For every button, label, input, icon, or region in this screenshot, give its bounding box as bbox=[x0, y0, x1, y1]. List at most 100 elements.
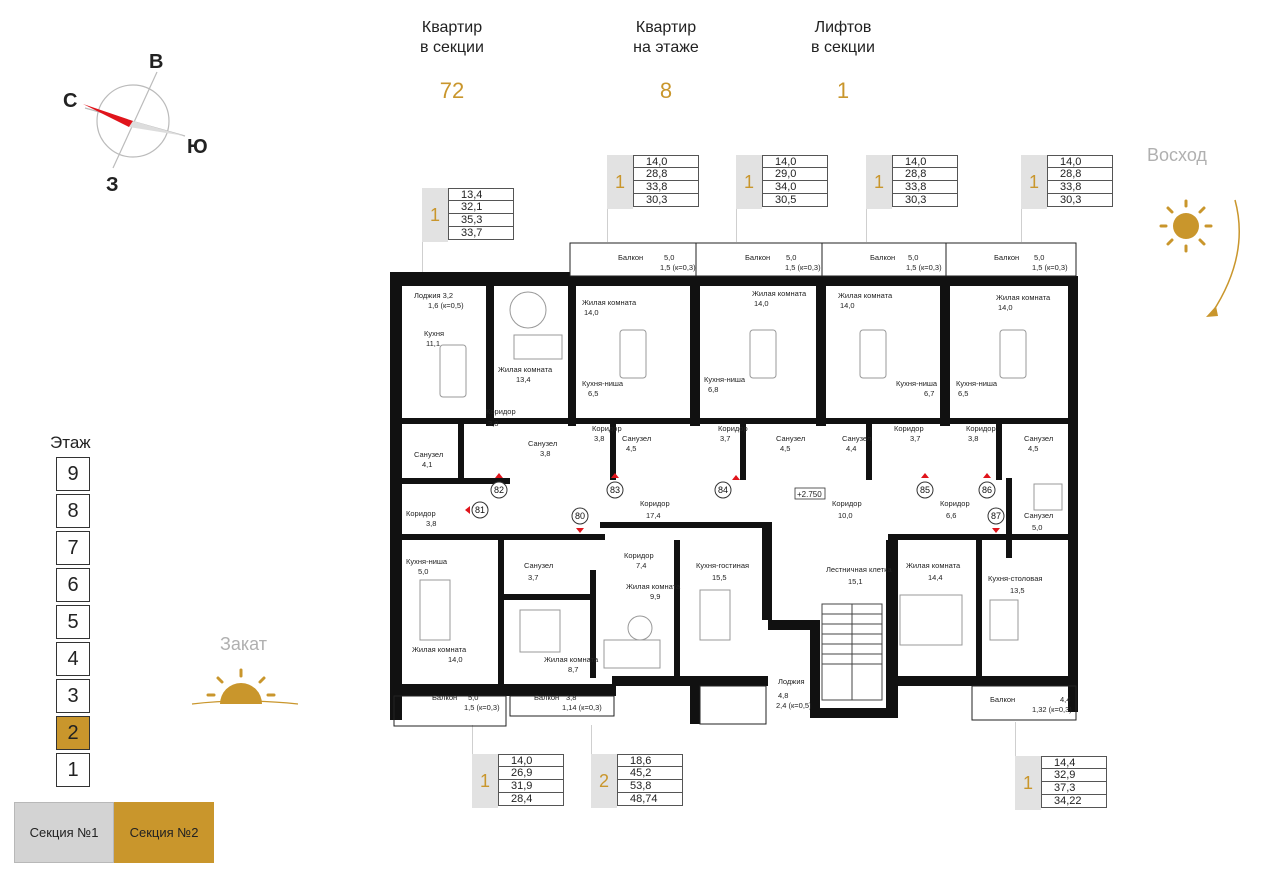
apartment-info-box[interactable]: 1 14,0 29,0 34,0 30,5 bbox=[736, 155, 828, 209]
apartment-number: 84 bbox=[718, 485, 728, 495]
apartment-area-value: 14,0 bbox=[633, 155, 699, 168]
room-label: Жилая комната bbox=[498, 365, 553, 374]
compass-east: В bbox=[149, 51, 164, 73]
apartment-info-box[interactable]: 1 13,4 32,1 35,3 33,7 bbox=[422, 188, 514, 242]
stat-label: Квартир на этаже bbox=[633, 19, 699, 56]
room-label: 1,5 (к=0,3) bbox=[1032, 263, 1068, 272]
room-label: 1,32 (к=0,3) bbox=[1032, 705, 1072, 714]
apartment-area-value: 30,3 bbox=[633, 194, 699, 207]
apartment-info-box[interactable]: 1 14,0 28,8 33,8 30,3 bbox=[866, 155, 958, 209]
room-label: 4,4 bbox=[1060, 695, 1070, 704]
room-label: 7,4 bbox=[636, 561, 646, 570]
room-label: Коридор bbox=[832, 499, 862, 508]
room-label: Кухня-ниша bbox=[896, 379, 938, 388]
apartment-area-value: 31,9 bbox=[498, 780, 564, 793]
apartment-number: 82 bbox=[494, 485, 504, 495]
room-label: 4,1 bbox=[422, 460, 432, 469]
room-label: Балкон bbox=[432, 693, 457, 702]
apartment-number: 85 bbox=[920, 485, 930, 495]
apartment-area-value: 32,9 bbox=[1041, 769, 1107, 782]
floor-button-3[interactable]: 3 bbox=[56, 679, 90, 713]
apartment-area-value: 28,8 bbox=[1047, 168, 1113, 181]
apartment-info-box[interactable]: 1 14,0 28,8 33,8 30,3 bbox=[607, 155, 699, 209]
room-label: Коридор bbox=[940, 499, 970, 508]
room-label: 11,1 bbox=[426, 339, 440, 348]
plan-walls bbox=[390, 272, 1078, 724]
room-label: Кухня-гостиная bbox=[696, 561, 749, 570]
apartment-area-value: 13,4 bbox=[448, 188, 514, 201]
floor-selector-title: Этаж bbox=[50, 433, 91, 452]
apartment-area-value: 30,3 bbox=[1047, 194, 1113, 207]
apartment-area-value: 26,9 bbox=[498, 767, 564, 780]
room-label: 14,0 bbox=[998, 303, 1013, 312]
room-label: 15,5 bbox=[712, 573, 727, 582]
room-label: 8,7 bbox=[568, 665, 578, 674]
room-label: Санузел bbox=[1024, 511, 1053, 520]
room-label: Коридор bbox=[718, 424, 748, 433]
apartment-rooms: 1 bbox=[1015, 756, 1041, 810]
floor-button-6[interactable]: 6 bbox=[56, 568, 90, 602]
room-label: 5,0 bbox=[418, 567, 428, 576]
room-label: Балкон bbox=[990, 695, 1015, 704]
section-tab-1[interactable]: Секция №1 bbox=[14, 802, 114, 863]
apartment-info-box[interactable]: 1 14,0 28,8 33,8 30,3 bbox=[1021, 155, 1113, 209]
room-label: 13,5 bbox=[1010, 586, 1025, 595]
room-label: 6,6 bbox=[946, 511, 956, 520]
apartment-area-value: 30,3 bbox=[892, 194, 958, 207]
floor-button-8[interactable]: 8 bbox=[56, 494, 90, 528]
stat-value: 8 bbox=[659, 78, 673, 103]
plan-balconies bbox=[393, 242, 1077, 727]
apartment-area-value: 33,8 bbox=[1047, 181, 1113, 194]
room-label: Лоджия 3,2 bbox=[414, 291, 453, 300]
room-label: 6,8 bbox=[708, 385, 718, 394]
room-label: Кухня-ниша bbox=[406, 557, 448, 566]
room-label: 6,5 bbox=[588, 389, 598, 398]
room-label: 14,0 bbox=[840, 301, 855, 310]
leader-line bbox=[422, 242, 423, 272]
apartment-area-value: 18,6 bbox=[617, 754, 683, 767]
room-label: 3,8 bbox=[426, 519, 436, 528]
section-tab-2[interactable]: Секция №2 bbox=[114, 802, 214, 863]
apartment-area-value: 14,0 bbox=[1047, 155, 1113, 168]
leader-line bbox=[866, 209, 867, 242]
room-label: Кухня-ниша bbox=[582, 379, 624, 388]
floor-button-9[interactable]: 9 bbox=[56, 457, 90, 491]
room-label: 4,5 bbox=[1028, 444, 1038, 453]
room-label: 3,7 bbox=[720, 434, 730, 443]
room-label: 1,5 (к=0,3) bbox=[660, 263, 696, 272]
room-label: 6,5 bbox=[958, 389, 968, 398]
apartment-area-value: 28,8 bbox=[633, 168, 699, 181]
floor-button-2[interactable]: 2 bbox=[56, 716, 90, 750]
stat-apartments-in-section: Квартир в секции 72 bbox=[402, 18, 502, 104]
room-label: 5,0 bbox=[908, 253, 918, 262]
room-label: Балкон bbox=[994, 253, 1019, 262]
room-label: Кухня-ниша bbox=[956, 379, 998, 388]
room-label: 5,0 bbox=[1032, 523, 1042, 532]
apartment-info-box[interactable]: 1 14,4 32,9 37,3 34,22 bbox=[1015, 756, 1107, 810]
floor-button-7[interactable]: 7 bbox=[56, 531, 90, 565]
room-label: Санузел bbox=[414, 450, 443, 459]
room-label: Санузел bbox=[528, 439, 557, 448]
apartment-info-box[interactable]: 2 18,6 45,2 53,8 48,74 bbox=[591, 754, 683, 808]
floor-button-4[interactable]: 4 bbox=[56, 642, 90, 676]
compass-icon bbox=[83, 71, 186, 169]
apartment-area-value: 33,8 bbox=[633, 181, 699, 194]
plan-room-labels: Балкон 5,0 1,5 (к=0,3) Балкон 5,0 1,5 (к… bbox=[406, 253, 1072, 714]
room-label: Санузел bbox=[1024, 434, 1053, 443]
room-label: Лоджия bbox=[778, 677, 805, 686]
room-label: Коридор bbox=[894, 424, 924, 433]
apartment-area-value: 14,4 bbox=[1041, 756, 1107, 769]
room-label: 3,8 bbox=[488, 419, 498, 428]
room-label: Коридор bbox=[592, 424, 622, 433]
room-label: 10,0 bbox=[838, 511, 853, 520]
floor-button-1[interactable]: 1 bbox=[56, 753, 90, 787]
room-label: Жилая комната bbox=[626, 582, 681, 591]
apartment-info-box[interactable]: 1 14,0 26,9 31,9 28,4 bbox=[472, 754, 564, 808]
apartment-area-value: 14,0 bbox=[762, 155, 828, 168]
room-label: Коридор bbox=[966, 424, 996, 433]
room-label: 3,7 bbox=[528, 573, 538, 582]
floor-button-5[interactable]: 5 bbox=[56, 605, 90, 639]
apartment-rooms: 1 bbox=[866, 155, 892, 209]
room-label: 2,4 (к=0,5) bbox=[776, 701, 812, 710]
